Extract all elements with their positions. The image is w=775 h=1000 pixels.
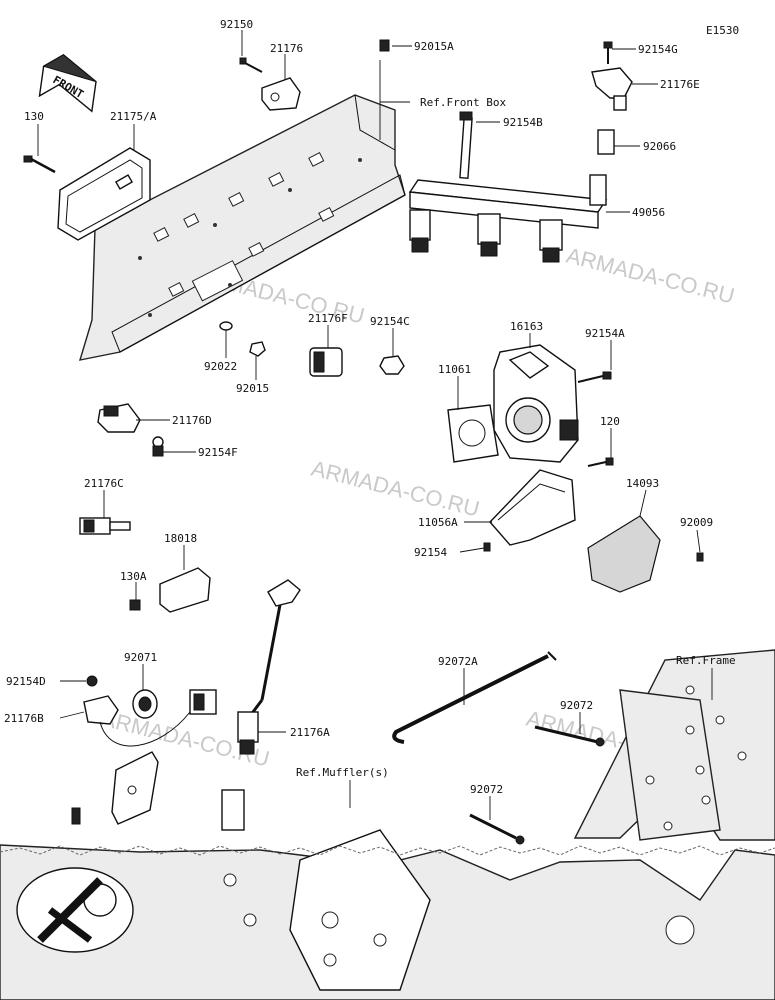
tie-92072-lower [469, 813, 525, 845]
injector [539, 219, 563, 263]
label-92072a: 92072A [438, 655, 478, 668]
label-92071: 92071 [124, 651, 157, 664]
nut-92015 [249, 341, 266, 357]
watermark: ARMADA-CO.RU [309, 456, 482, 522]
bolt-92154 [483, 542, 491, 552]
leader-lines [37, 30, 713, 820]
label-11056a: 11056A [418, 516, 458, 529]
tie-92072-upper [534, 725, 605, 747]
bracket-11056a [489, 469, 576, 546]
label-92154b: 92154B [503, 116, 543, 129]
label-16163: 16163 [510, 320, 543, 333]
label-92154a: 92154A [585, 327, 625, 340]
label-92154d: 92154D [6, 675, 46, 688]
label-92072-upper: 92072 [560, 699, 593, 712]
oxygen-sensor-21176a [237, 579, 301, 755]
watermark: ARMADA-CO.RU [564, 243, 737, 309]
label-21176e: 21176E [660, 78, 700, 91]
ecu-module [57, 147, 151, 241]
sensor-21176b [83, 689, 217, 747]
ref-frame [573, 649, 775, 841]
bolt-92150 [239, 57, 263, 73]
label-21176d: 21176D [172, 414, 212, 427]
label-18018: 18018 [164, 532, 197, 545]
tie-92072a [392, 651, 557, 744]
ref-front-box: Ref.Front Box [420, 96, 506, 109]
cut-line [0, 845, 775, 856]
label-92150: 92150 [220, 18, 253, 31]
label-120: 120 [600, 415, 620, 428]
label-21176c: 21176C [84, 477, 124, 490]
label-92154: 92154 [414, 546, 447, 559]
bolt-130 [23, 155, 56, 174]
sensor-21176e [591, 41, 633, 111]
cap-92066 [597, 129, 615, 155]
ref-frame-label: Ref.Frame [676, 654, 736, 667]
label-11061: 11061 [438, 363, 471, 376]
label-92015a: 92015A [414, 40, 454, 53]
bolt-120 [587, 457, 614, 467]
bolt-92154f [152, 436, 164, 457]
sensor-21176d [97, 403, 141, 433]
label-21175a: 21175/A [110, 110, 157, 123]
label-92072-lower: 92072 [470, 783, 503, 796]
cover-14093 [587, 515, 661, 593]
label-92066: 92066 [643, 140, 676, 153]
fuel-rail [408, 111, 615, 263]
sensor-21176c [79, 517, 131, 535]
gasket-11061 [447, 404, 499, 463]
grommet-92071 [132, 689, 158, 719]
label-14093: 14093 [626, 477, 659, 490]
front-box-frame [78, 94, 406, 361]
bracket-sensor [111, 751, 159, 825]
bolt [71, 807, 81, 825]
diagram-code: E1530 [706, 24, 739, 37]
sensor-21176f [309, 347, 343, 377]
label-92154g: 92154G [638, 43, 678, 56]
bracket-18018 [159, 567, 211, 613]
clip-92015a [379, 39, 390, 52]
label-21176b: 21176B [4, 712, 44, 725]
front-arrow-icon [38, 53, 97, 113]
bolt-92154d [86, 675, 98, 687]
label-130: 130 [24, 110, 44, 123]
bolt-92154a [577, 371, 612, 383]
ref-muffler [0, 789, 775, 1000]
label-92015: 92015 [236, 382, 269, 395]
nut-92154c [379, 355, 405, 375]
injector [477, 213, 501, 257]
bolt-130a [129, 599, 141, 611]
label-49056: 49056 [632, 206, 665, 219]
sensor-21176 [261, 77, 301, 111]
throttle-body [493, 344, 579, 463]
label-21176f: 21176F [308, 312, 348, 325]
label-130a: 130A [120, 570, 147, 583]
label-21176a: 21176A [290, 726, 330, 739]
ref-mufflers: Ref.Muffler(s) [296, 766, 389, 779]
label-92009: 92009 [680, 516, 713, 529]
label-92154c: 92154C [370, 315, 410, 328]
label-92154f: 92154F [198, 446, 238, 459]
label-92022: 92022 [204, 360, 237, 373]
washer-92022 [219, 321, 233, 331]
injector [409, 209, 431, 253]
label-21176: 21176 [270, 42, 303, 55]
bolt-92009 [696, 552, 704, 562]
